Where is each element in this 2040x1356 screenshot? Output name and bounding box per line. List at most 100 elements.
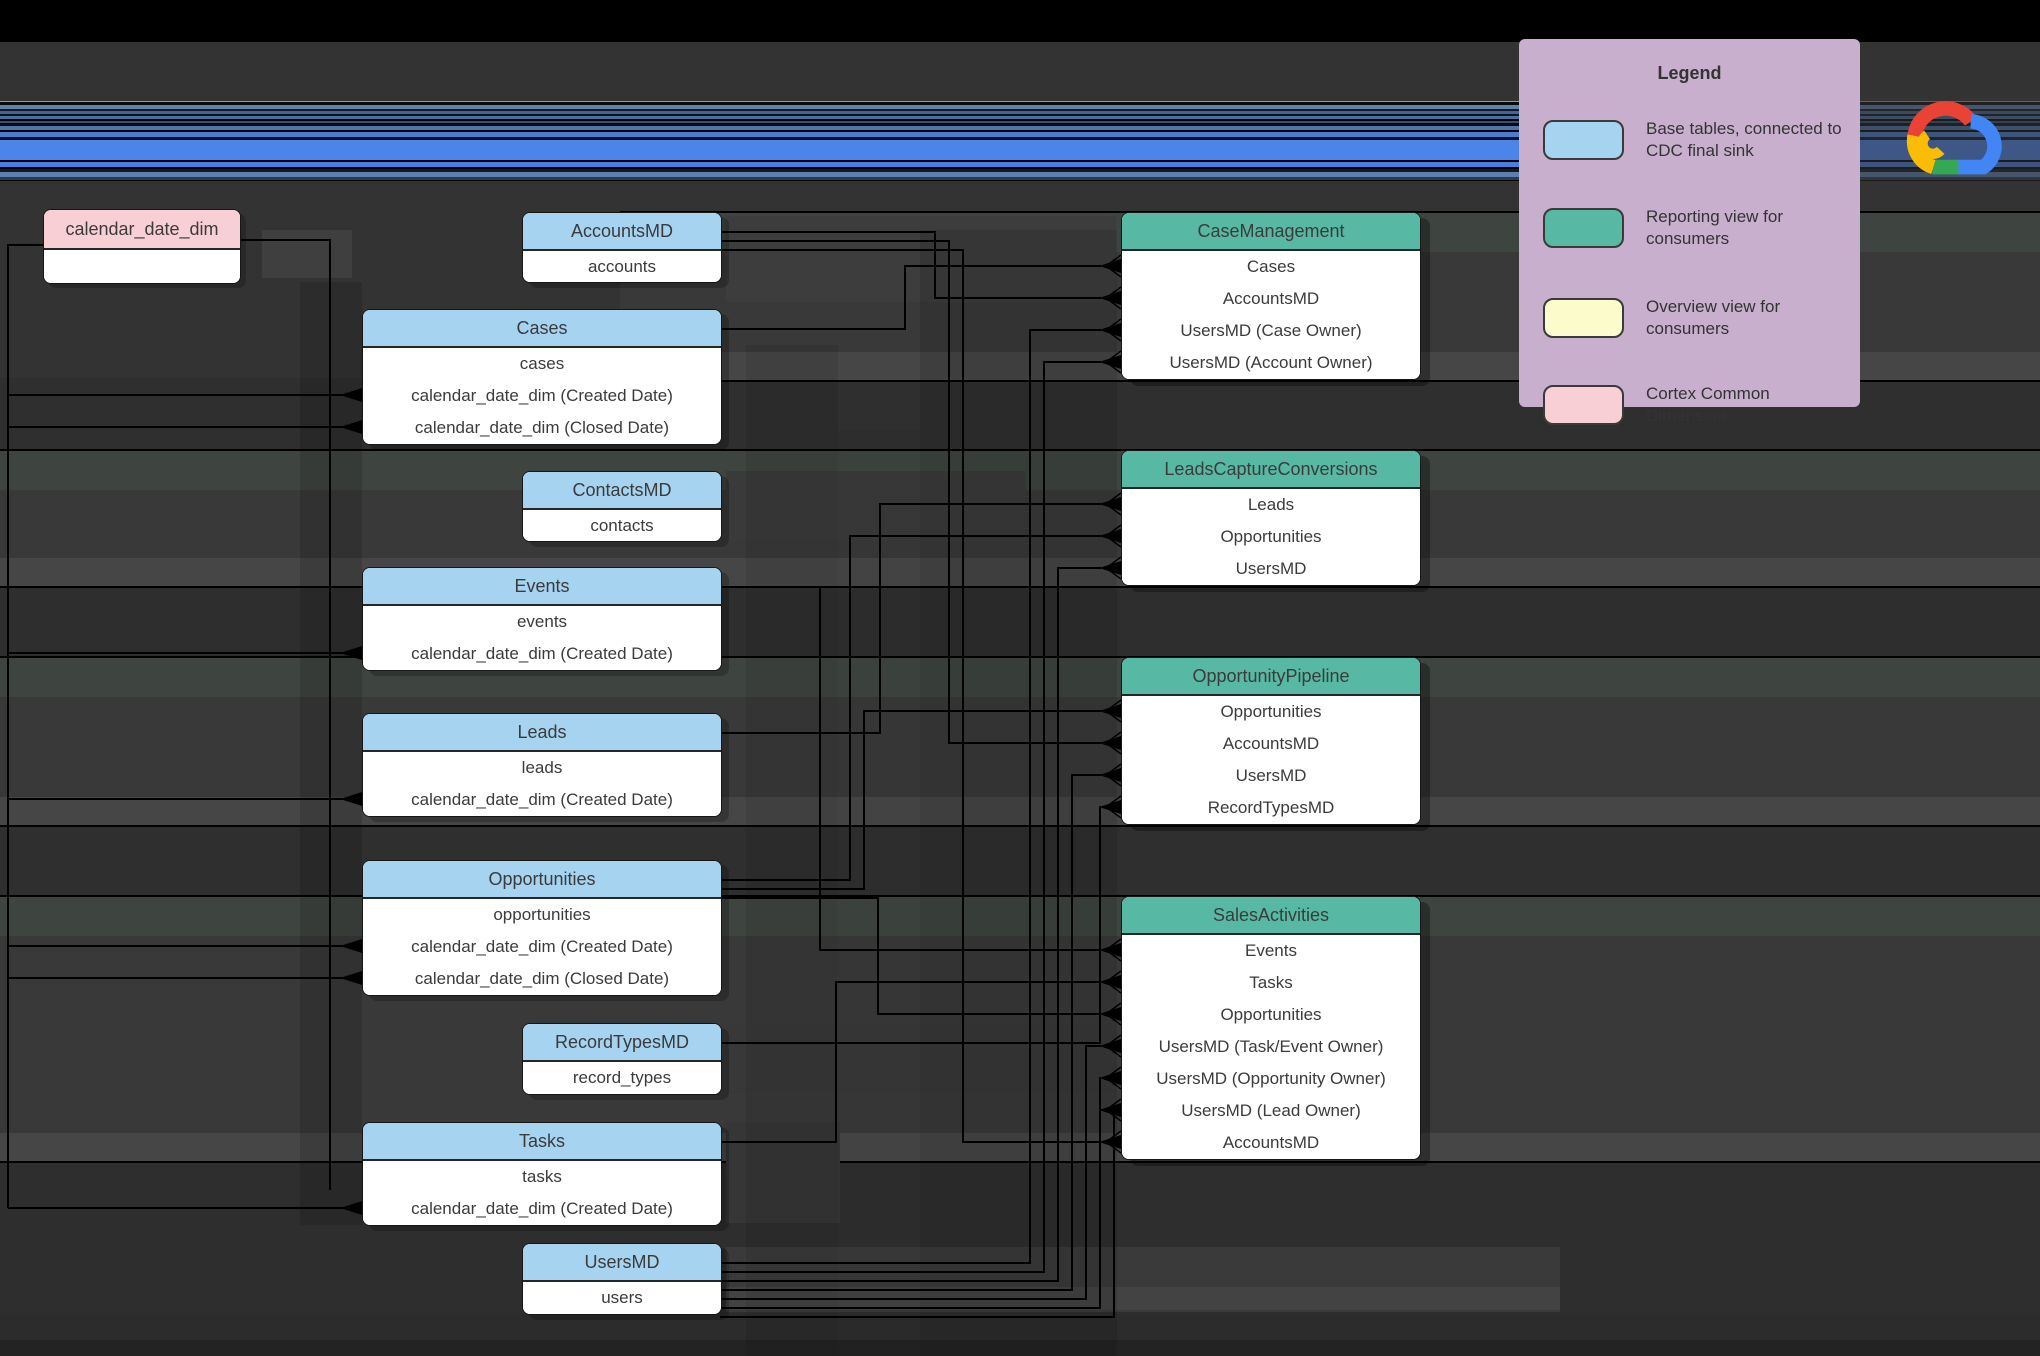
table-row: UsersMD (Opportunity Owner) (1122, 1063, 1420, 1095)
glitch-stripe-band (0, 101, 2040, 181)
glitch-stripe (0, 180, 2040, 181)
table-calendar_date_dim: calendar_date_dim (43, 209, 241, 284)
gc-logo-red-arc (1907, 101, 1977, 138)
glitch-stripe (0, 119, 2040, 121)
legend-item-label: Cortex Common Dimension (1646, 383, 1770, 426)
legend-swatch-overview-view (1543, 298, 1624, 339)
table-title: Leads (363, 714, 721, 752)
table-row: Opportunities (1122, 696, 1420, 728)
table-row: Opportunities (1122, 999, 1420, 1031)
table-row: calendar_date_dim (Created Date) (363, 931, 721, 963)
artifact-patch (746, 345, 838, 1356)
table-row: Leads (1122, 489, 1420, 521)
table-row (44, 250, 240, 283)
table-row: Events (1122, 935, 1420, 967)
legend: Legend Base tables, connected to CDC fin… (1519, 39, 1860, 426)
table-title: CaseManagement (1122, 213, 1420, 251)
glitch-stripe (0, 172, 2040, 177)
glitch-stripe (0, 130, 2040, 132)
table-title: Opportunities (363, 861, 721, 899)
table-title: Events (363, 568, 721, 606)
glitch-stripe (0, 160, 2040, 162)
legend-item: Base tables, connected to CDC final sink (1543, 118, 1860, 163)
legend-item: Reporting view for consumers (1543, 206, 1860, 251)
glitch-stripe (0, 116, 2040, 119)
glitch-stripe (0, 123, 2040, 126)
table-row: events (363, 606, 721, 638)
table-title: ContactsMD (523, 472, 721, 510)
table-row: Opportunities (1122, 521, 1420, 553)
legend-swatch-base-tables (1543, 120, 1624, 161)
table-row: leads (363, 752, 721, 784)
table-row: calendar_date_dim (Created Date) (363, 380, 721, 412)
table-row: contacts (523, 510, 721, 541)
gc-logo-yellow-arc (1906, 134, 1936, 175)
table-title: LeadsCaptureConversions (1122, 451, 1420, 489)
table-row: Cases (1122, 251, 1420, 283)
legend-swatch-reporting-view (1543, 208, 1624, 249)
table-title: calendar_date_dim (44, 210, 240, 250)
table-row: UsersMD (Task/Event Owner) (1122, 1031, 1420, 1063)
table-row: AccountsMD (1122, 1127, 1420, 1159)
table-row: opportunities (363, 899, 721, 931)
table-row: tasks (363, 1161, 721, 1193)
glitch-stripe (0, 177, 2040, 180)
artifact-patch (920, 230, 1117, 1356)
legend-item: Cortex Common Dimension (1543, 383, 1860, 428)
table-row: UsersMD (1122, 760, 1420, 792)
table-row: RecordTypesMD (1122, 792, 1420, 824)
legend-swatch-common-dimension (1543, 385, 1624, 426)
glitch-stripe (0, 162, 2040, 167)
table-row: calendar_date_dim (Created Date) (363, 638, 721, 670)
glitch-stripe (0, 137, 2040, 140)
gc-logo-yellow-hook (1917, 130, 1945, 159)
table-row: UsersMD (Account Owner) (1122, 347, 1420, 379)
table-row: UsersMD (Lead Owner) (1122, 1095, 1420, 1127)
gc-logo-blue-arc (1957, 114, 2002, 175)
glitch-stripe (0, 132, 2040, 137)
legend-item: Overview view for consumers (1543, 296, 1860, 341)
table-row: cases (363, 348, 721, 380)
table-row: AccountsMD (1122, 283, 1420, 315)
top-black-band (0, 0, 2040, 42)
artifact-patch (0, 1340, 2040, 1356)
glitch-stripe (0, 167, 2040, 169)
glitch-stripe (0, 169, 2040, 172)
glitch-stripe (0, 102, 2040, 105)
artifact-patch (300, 282, 362, 1225)
table-row: accounts (523, 251, 721, 282)
table-title: Cases (363, 310, 721, 348)
table-row: Tasks (1122, 967, 1420, 999)
google-cloud-logo (1906, 101, 2002, 175)
table-title: Tasks (363, 1123, 721, 1161)
table-row: calendar_date_dim (Closed Date) (363, 412, 721, 444)
glitch-stripe (0, 121, 2040, 123)
table-row: calendar_date_dim (Closed Date) (363, 963, 721, 995)
legend-title: Legend (1657, 63, 1722, 83)
artifact-patch (262, 230, 352, 278)
glitch-stripe (0, 105, 2040, 109)
legend-item-label: Overview view for consumers (1646, 296, 1781, 339)
table-row: calendar_date_dim (Created Date) (363, 1193, 721, 1225)
table-row: AccountsMD (1122, 728, 1420, 760)
legend-item-label: Base tables, connected to CDC final sink (1646, 119, 1842, 161)
glitch-stripe (0, 114, 2040, 116)
table-title: SalesActivities (1122, 897, 1420, 935)
glitch-stripe (0, 101, 2040, 102)
table-row: record_types (523, 1062, 721, 1094)
table-title: UsersMD (523, 1244, 721, 1282)
table-row: UsersMD (1122, 553, 1420, 585)
artifact-patch (838, 430, 920, 1356)
